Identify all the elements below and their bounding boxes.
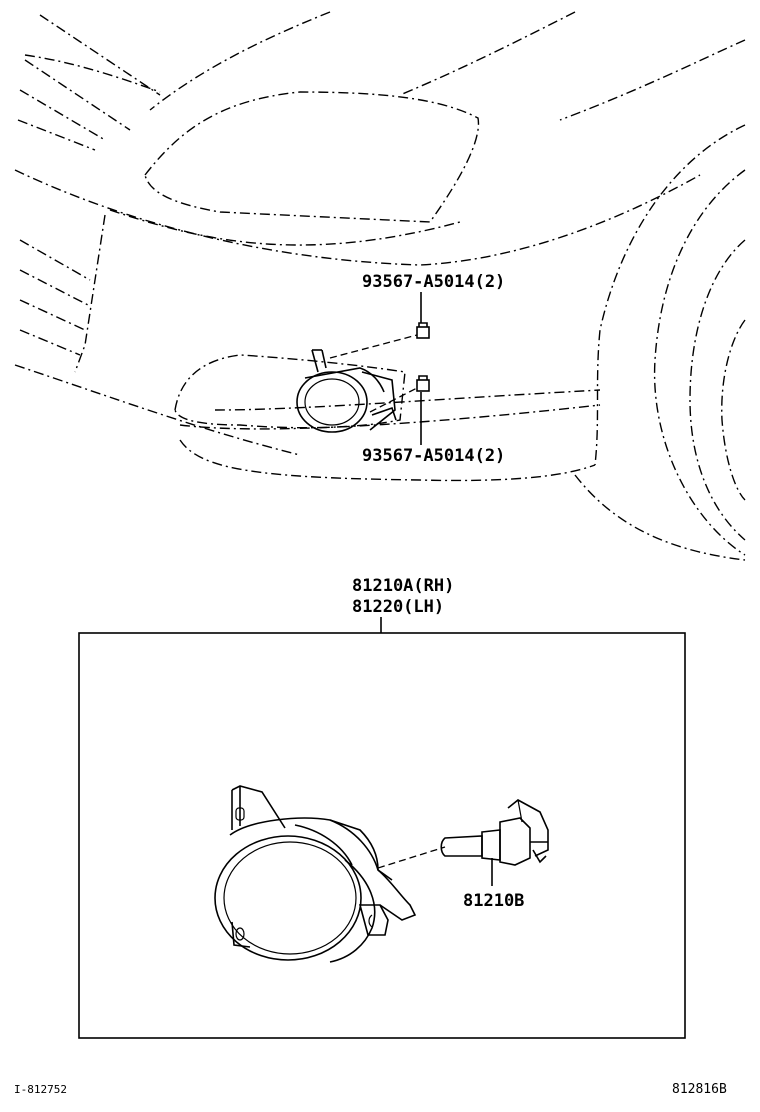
bolt-upper-part-number: 93567-A5014(2) — [362, 272, 505, 292]
illustration-code-left: I-812752 — [14, 1083, 67, 1096]
installed-fog-lamp — [296, 349, 397, 433]
fog-lamp-unit — [214, 785, 417, 963]
bolt-lower-assembly-line — [369, 387, 418, 413]
illustration-code-right: 812816B — [672, 1082, 727, 1097]
bulb-part-number: 81210B — [463, 891, 524, 911]
fog-lamp-bulb — [440, 799, 549, 866]
lamp-lh-part-number: 81220(LH) — [352, 597, 444, 617]
vehicle-body-outline — [14, 11, 746, 561]
bulb-assembly-line — [377, 846, 446, 869]
bolt-lower-part-number: 93567-A5014(2) — [362, 446, 505, 466]
lamp-rh-part-number: 81210A(RH) — [352, 576, 454, 596]
lamp-assembly-box — [78, 632, 686, 1039]
bolt-upper-assembly-line — [329, 334, 418, 359]
bolt-upper — [416, 322, 430, 339]
bolt-lower — [416, 375, 430, 392]
